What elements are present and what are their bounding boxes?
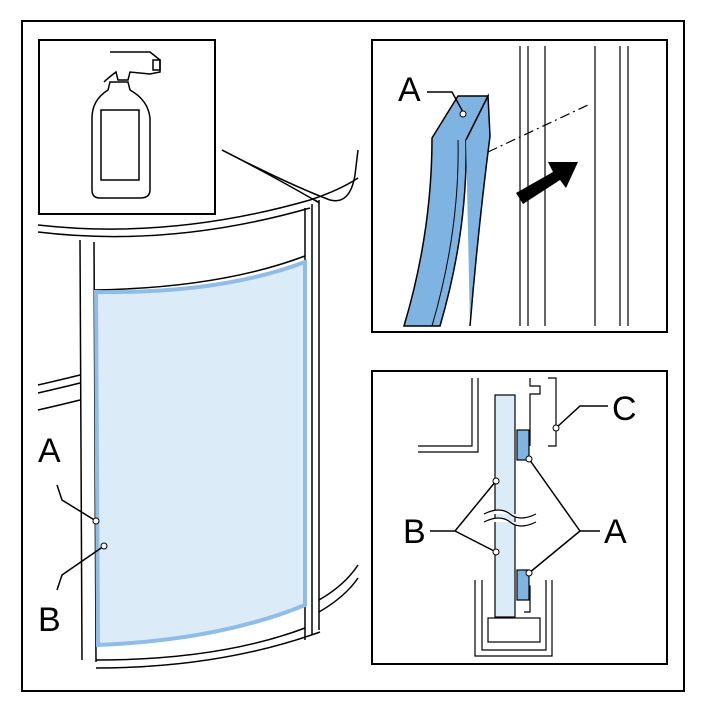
push-arrow-icon <box>516 162 578 204</box>
detail2-seal-top <box>516 429 530 461</box>
detail-cross-section: B A C <box>371 370 668 665</box>
main-glass-b-dot <box>100 542 108 550</box>
detail2-label-c: C <box>612 390 637 428</box>
detail2-label-b: B <box>403 513 426 551</box>
detail-seal-install: A <box>371 39 668 333</box>
detail2-seal-bottom <box>516 569 530 601</box>
detail2-glass <box>494 394 516 618</box>
detail1-label-a: A <box>398 71 421 109</box>
glass-door-panel <box>93 259 307 648</box>
spray-bottle-inset <box>38 39 216 215</box>
spray-bottle-icon <box>91 51 161 199</box>
main-seal-a-dot <box>92 517 100 525</box>
detail2-label-a: A <box>604 513 627 551</box>
main-label-b: B <box>38 601 61 639</box>
detail1-seal-strip <box>402 95 490 327</box>
main-callouts <box>56 484 105 591</box>
main-label-a: A <box>38 432 61 470</box>
